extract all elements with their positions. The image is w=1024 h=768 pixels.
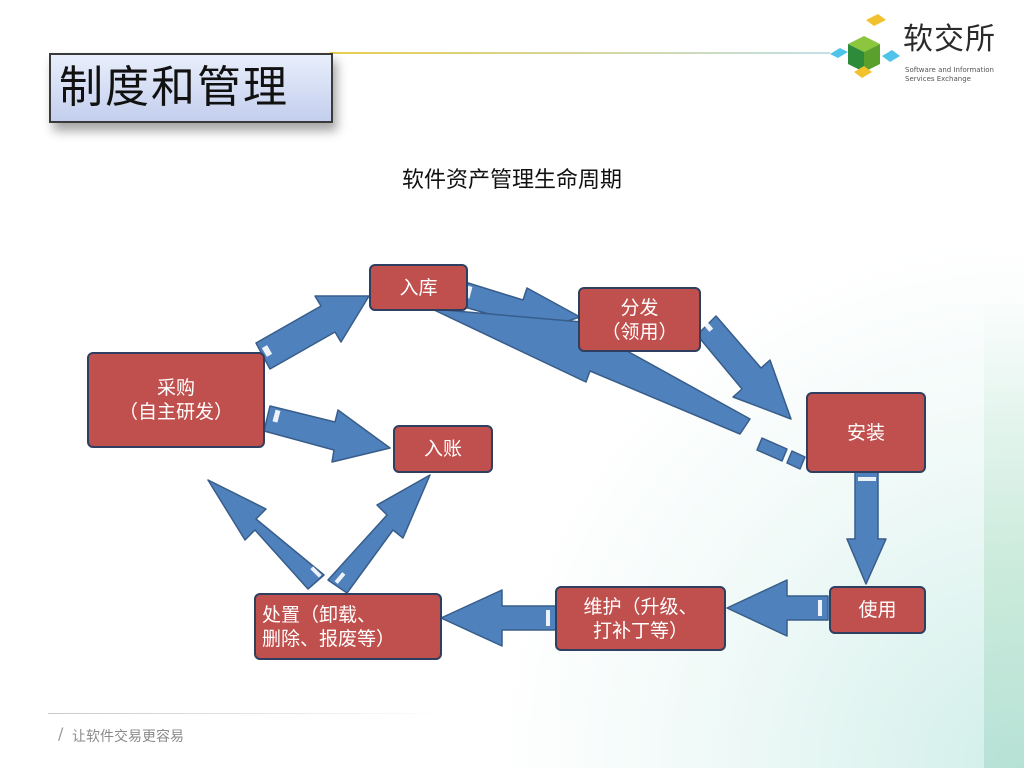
slogan-slash: / [58, 724, 64, 743]
node-warehouse-label: 入库 [399, 276, 438, 299]
arrow-purchase-to-warehouse [255, 295, 370, 370]
arrow-install-to-use [846, 471, 887, 585]
arrow-return-dash-2 [786, 450, 806, 470]
node-install-label: 安装 [846, 421, 885, 444]
arrow-return-dash-1 [756, 437, 788, 462]
node-use: 使用 [829, 586, 926, 634]
arrow-use-to-maintain [726, 579, 829, 637]
node-dispose: 处置（卸载、 删除、报废等） [254, 593, 442, 660]
title-box [49, 53, 333, 123]
page-title: 制度和管理 [59, 62, 289, 113]
arrow-maintain-to-dispose [440, 589, 557, 647]
node-use-label: 使用 [858, 599, 897, 621]
node-purchase: 采购 （自主研发） [87, 352, 265, 448]
node-dispose-label: 处置（卸载、 删除、报废等） [262, 603, 396, 650]
node-warehouse: 入库 [369, 264, 468, 311]
logo-subtitle: Software and Information Services Exchan… [905, 66, 1005, 84]
logo-subtitle-line2: Services Exchange [905, 75, 971, 83]
node-install: 安装 [806, 392, 926, 473]
arrow-dispose-to-purchase [207, 479, 325, 590]
node-maintain: 维护（升级、 打补丁等） [555, 586, 726, 651]
background-strip [984, 300, 1024, 768]
arrow-dispose-to-bookkeeping [327, 474, 431, 594]
node-maintain-label: 维护（升级、 打补丁等） [583, 595, 698, 642]
logo-subtitle-line1: Software and Information [905, 66, 994, 74]
cube-logo-icon [830, 14, 900, 78]
arrow-distribute-to-install [696, 315, 792, 420]
arrow-purchase-to-bookkeeping [263, 405, 391, 463]
arrow-install-to-warehouse [431, 308, 751, 435]
footer-slogan: 让软件交易更容易 [72, 729, 184, 745]
node-distribute: 分发 （领用） [578, 287, 701, 352]
node-distribute-label: 分发 （领用） [601, 296, 678, 343]
node-purchase-label: 采购 （自主研发） [118, 377, 233, 423]
footer-divider [48, 713, 448, 714]
header-divider [330, 52, 830, 54]
diagram-title: 软件资产管理生命周期 [401, 168, 622, 193]
node-bookkeeping-label: 入账 [423, 438, 462, 460]
logo-name: 软交所 [903, 22, 996, 57]
node-bookkeeping: 入账 [393, 425, 493, 473]
